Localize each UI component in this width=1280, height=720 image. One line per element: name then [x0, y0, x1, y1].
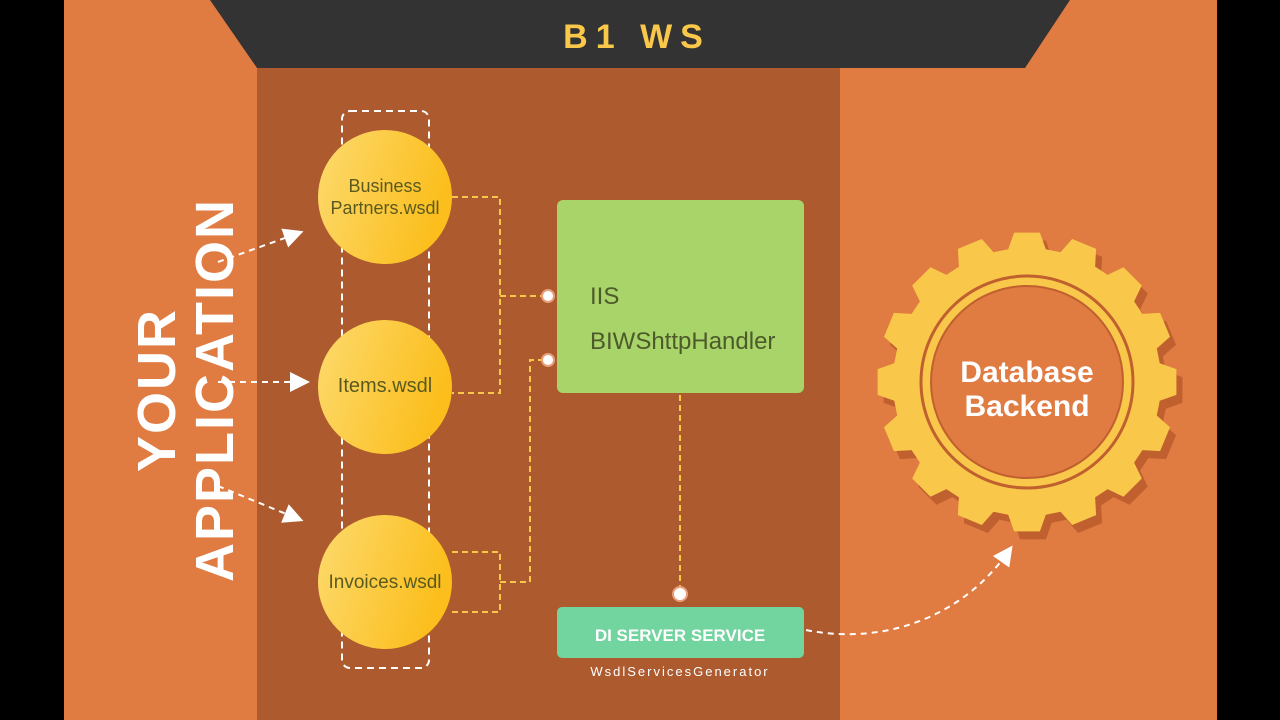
wsdl-node-invoices[interactable]: Invoices.wsdl: [318, 515, 452, 649]
di-server-label: DI SERVER SERVICE: [595, 626, 765, 645]
node-label: Partners.wsdl: [330, 198, 439, 218]
connector-dot: [541, 289, 555, 303]
handler-label: BIWShttpHandler: [590, 328, 775, 355]
node-label: Items.wsdl: [338, 375, 432, 397]
database-label-line2: Backend: [964, 390, 1089, 423]
wsdl-node-business-partners[interactable]: Business Partners.wsdl: [318, 130, 452, 264]
arrow-to-business-partners: [217, 228, 304, 263]
input-arrows: [217, 228, 310, 523]
your-application-label: YOUR APPLICATION: [127, 198, 245, 582]
iis-handler-box[interactable]: IIS BIWShttpHandler: [557, 200, 804, 393]
iis-label: IIS: [590, 283, 619, 310]
connector-dot: [541, 353, 555, 367]
header-title: B1 WS: [563, 18, 711, 56]
connector-dot: [672, 586, 688, 602]
database-label-line1: Database: [960, 356, 1093, 389]
node-label: Invoices.wsdl: [329, 572, 442, 593]
di-server-service-box[interactable]: DI SERVER SERVICE: [557, 607, 804, 658]
gear-center: [930, 285, 1124, 479]
gear-inner-ring: [919, 274, 1135, 490]
connectors: [452, 196, 681, 613]
arrow-to-invoices: [217, 485, 304, 523]
di-server-caption: WsdlServicesGenerator: [590, 664, 769, 679]
label-your: YOUR: [127, 308, 187, 472]
label-application: APPLICATION: [185, 198, 245, 582]
header-bar: [210, 0, 1070, 68]
node-label: Business: [348, 176, 421, 196]
arrow-to-database: [805, 545, 1013, 636]
wsdl-node-items[interactable]: Items.wsdl: [318, 320, 452, 454]
